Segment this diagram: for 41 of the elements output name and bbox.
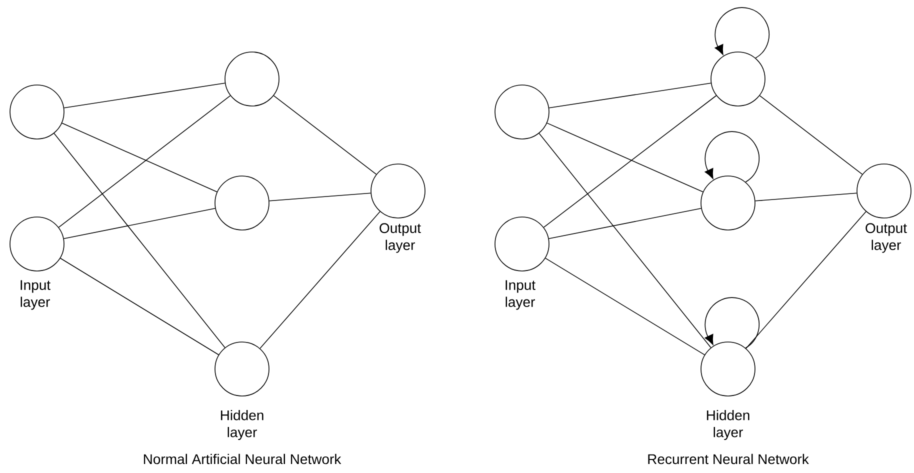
- neuron-circle: [224, 52, 280, 106]
- connection-line: [260, 211, 380, 349]
- connection-line: [268, 192, 372, 202]
- neuron-circle: [10, 84, 64, 140]
- connection-line: [548, 208, 702, 240]
- connection-line: [63, 208, 216, 240]
- self-loop-arrow: [704, 297, 760, 348]
- network-caption: Normal Artificial Neural Network: [144, 454, 342, 464]
- connection-line: [58, 95, 231, 228]
- neuron-circle: [370, 164, 426, 218]
- network-caption: Recurrent Neural Network: [648, 454, 809, 464]
- neuron-circle: [214, 342, 270, 396]
- connection-line: [759, 95, 863, 175]
- self-loop-arrow: [714, 7, 770, 58]
- layer-label: Output layer: [866, 223, 907, 253]
- layer-label: Output layer: [380, 223, 421, 253]
- connection-line: [54, 133, 226, 348]
- connection-line: [543, 95, 717, 228]
- connection-line: [64, 82, 226, 108]
- connection-line: [538, 132, 712, 348]
- neuron-circle: [214, 176, 270, 230]
- layer-label: Hidden layer: [706, 410, 750, 440]
- connection-line: [754, 192, 858, 202]
- neuron-circle: [856, 164, 912, 218]
- connection-line: [548, 82, 712, 108]
- neuron-circle: [494, 216, 550, 272]
- layer-label: Input layer: [20, 280, 50, 310]
- connection-line: [60, 258, 220, 356]
- neuron-circle: [710, 52, 766, 106]
- neuron-circle: [10, 216, 64, 272]
- self-loop-arrow: [704, 131, 760, 182]
- connection-line: [545, 258, 705, 356]
- layer-label: Hidden layer: [220, 410, 264, 440]
- neuron-circle: [700, 342, 756, 396]
- connection-line: [273, 95, 377, 175]
- neuron-circle: [700, 176, 756, 230]
- layer-label: Input layer: [506, 280, 536, 310]
- neuron-circle: [494, 84, 550, 140]
- connection-line: [546, 122, 704, 192]
- connection-line: [746, 211, 866, 349]
- connection-line: [62, 122, 218, 192]
